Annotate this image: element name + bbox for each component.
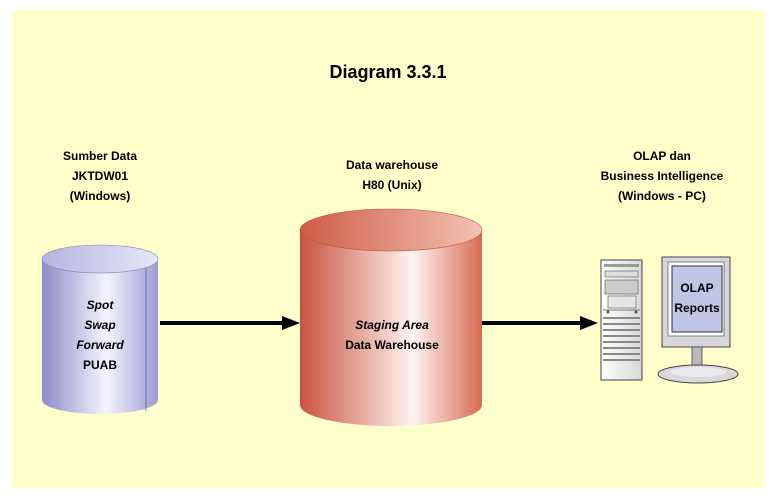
source-items: Spot Swap Forward PUAB [40, 295, 160, 375]
warehouse-header-line: Data warehouse [345, 158, 439, 172]
pc-tower-icon [600, 259, 643, 381]
diagram-graphics [41, 208, 739, 426]
diagram-canvas: Diagram 3.3.1 [12, 10, 764, 488]
source-item-swap: Swap [84, 318, 116, 332]
olap-header: OLAP dan Business Intelligence (Windows … [577, 146, 747, 206]
warehouse-item-staging-area: Staging Area [355, 318, 429, 332]
source-header: Sumber Data JKTDW01 (Windows) [40, 146, 160, 206]
olap-header-line: Business Intelligence [600, 169, 724, 183]
source-item-puab: PUAB [82, 358, 117, 372]
olap-header-line: OLAP dan [633, 149, 691, 163]
source-header-line: JKTDW01 [71, 169, 128, 183]
source-header-line: (Windows) [69, 189, 131, 203]
diagram-title: Diagram 3.3.1 [329, 62, 447, 82]
warehouse-items: Staging Area Data Warehouse [312, 315, 472, 355]
source-cylinder [41, 244, 159, 414]
olap-screen-text: OLAP Reports [672, 278, 722, 318]
olap-header-line: (Windows - PC) [618, 189, 706, 203]
source-item-spot: Spot [86, 298, 114, 312]
warehouse-cylinder [299, 208, 483, 426]
warehouse-header-line: H80 (Unix) [362, 178, 422, 192]
olap-screen-line: Reports [674, 301, 720, 315]
olap-screen-line: OLAP [680, 281, 714, 295]
warehouse-item-data-warehouse: Data Warehouse [345, 338, 439, 352]
monitor-icon [657, 256, 739, 384]
source-header-line: Sumber Data [62, 149, 138, 163]
arrow-warehouse-to-olap [482, 316, 598, 330]
source-item-forward: Forward [76, 338, 124, 352]
warehouse-header: Data warehouse H80 (Unix) [312, 155, 472, 195]
arrow-source-to-warehouse [160, 316, 300, 330]
